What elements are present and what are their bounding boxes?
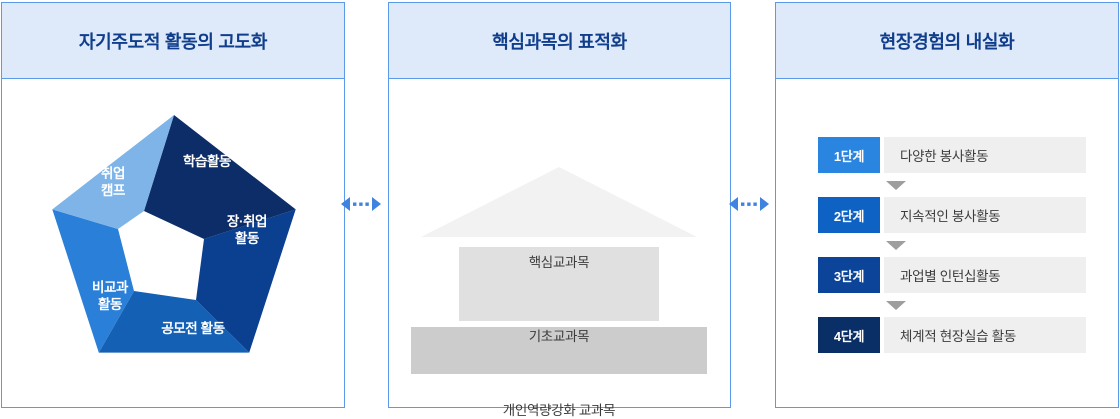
panel-title: 자기주도적 활동의 고도화: [78, 31, 268, 52]
pentagon-svg: [52, 115, 296, 353]
pentagon-label-employment: 장·취업 활동: [226, 214, 268, 246]
panel-core-subjects: 핵심과목의 표적화 핵심교과목 기초교과목 개인역량강화 교과목: [388, 2, 731, 418]
step-arrow-2: [818, 233, 1086, 257]
pyramid-label-competency: 개인역량강화 교과목: [502, 403, 616, 418]
pyramid-label-core: 핵심교과목: [528, 255, 590, 270]
step-label-3: 과업별 인턴십활동: [884, 257, 1086, 293]
step-badge-3: 3단계: [818, 257, 880, 293]
panel-field-experience: 현장경험의 내실화 1단계 다양한 봉사활동 2단계 지속적인 봉사활동: [775, 2, 1119, 408]
pentagon-diagram: 학습활동 장·취업 활동 공모전 활동 비교과 활동 취업 캠프: [38, 107, 310, 365]
step-arrow-1: [818, 173, 1086, 197]
step-row: 4단계 체계적 현장실습 활동: [818, 317, 1086, 353]
pyramid-level-roof: [421, 167, 697, 237]
chevron-down-icon: [886, 301, 906, 310]
panel-header-self-directed: 자기주도적 활동의 고도화: [2, 3, 344, 79]
step-label-1: 다양한 봉사활동: [884, 137, 1086, 173]
step-badge-2: 2단계: [818, 197, 880, 233]
step-row: 2단계 지속적인 봉사활동: [818, 197, 1086, 233]
panel-body-field-experience: 1단계 다양한 봉사활동 2단계 지속적인 봉사활동: [776, 79, 1118, 408]
panel-body-self-directed: 학습활동 장·취업 활동 공모전 활동 비교과 활동 취업 캠프: [2, 79, 344, 408]
pentagon-segment-bottom-left: [52, 209, 134, 353]
step-arrow-3: [818, 293, 1086, 317]
connector-arrow-1: [341, 195, 381, 213]
panel-title: 현장경험의 내실화: [879, 31, 1015, 52]
step-badge-4: 4단계: [818, 317, 880, 353]
pentagon-label-extracurricular: 비교과 활동: [91, 280, 129, 312]
step-label-4: 체계적 현장실습 활동: [884, 317, 1086, 353]
pentagon-label-job-camp: 취업 캠프: [100, 166, 126, 198]
pentagon-segment-bottom-right: [98, 291, 250, 353]
step-badge-1: 1단계: [818, 137, 880, 173]
chevron-down-icon: [886, 241, 906, 250]
pentagon-segment-right: [196, 209, 296, 353]
pentagon-label-contest: 공모전 활동: [161, 321, 225, 336]
panel-header-core-subjects: 핵심과목의 표적화: [389, 3, 730, 79]
pyramid-level-middle: [459, 247, 659, 321]
panel-body-core-subjects: 핵심교과목 기초교과목 개인역량강화 교과목: [389, 79, 730, 418]
connector-arrow-2: [729, 195, 769, 213]
pentagon-segment-top: [144, 115, 296, 239]
pyramid-diagram: 핵심교과목 기초교과목 개인역량강화 교과목: [399, 159, 719, 418]
pyramid-label-basic: 기초교과목: [528, 329, 590, 344]
pyramid-svg: [411, 167, 707, 374]
step-label-2: 지속적인 봉사활동: [884, 197, 1086, 233]
step-row: 1단계 다양한 봉사활동: [818, 137, 1086, 173]
pentagon-label-learning: 학습활동: [182, 154, 232, 169]
panel-header-field-experience: 현장경험의 내실화: [776, 3, 1118, 79]
chevron-down-icon: [886, 181, 906, 190]
dotted-double-arrow-icon: [729, 197, 769, 211]
panel-self-directed: 자기주도적 활동의 고도화 학습활동 장·취업 활동: [1, 2, 345, 408]
dotted-double-arrow-icon: [341, 197, 381, 211]
step-list: 1단계 다양한 봉사활동 2단계 지속적인 봉사활동: [818, 137, 1086, 353]
panel-title: 핵심과목의 표적화: [492, 31, 627, 52]
step-row: 3단계 과업별 인턴십활동: [818, 257, 1086, 293]
pentagon-segment-top-left: [52, 115, 174, 229]
pyramid-level-base: [411, 327, 707, 374]
